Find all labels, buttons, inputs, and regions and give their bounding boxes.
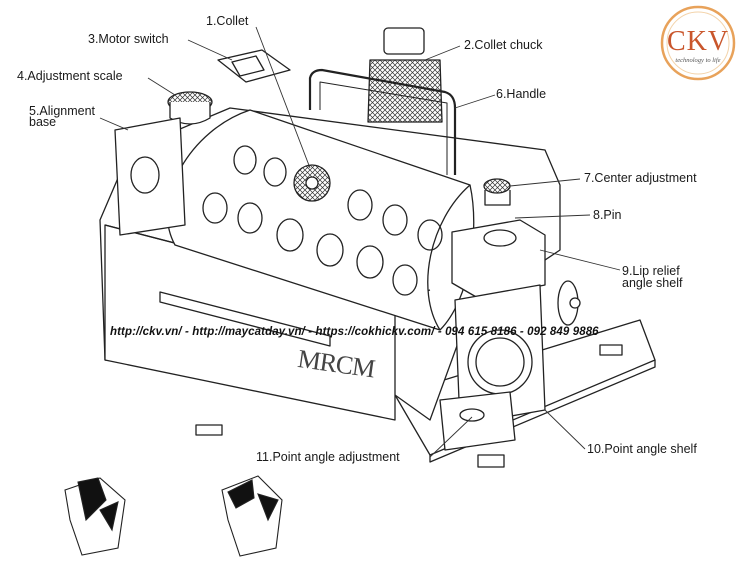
vent-holes — [202, 145, 443, 296]
label-center-adjustment: 7.Center adjustment — [584, 171, 697, 185]
label-lip-relief-angle-shelf: 9.Lip relief angle shelf — [622, 264, 683, 290]
logo-ring-icon — [660, 5, 736, 81]
label-pin: 8.Pin — [593, 208, 622, 222]
label-collet-chuck: 2.Collet chuck — [464, 38, 543, 52]
logo-text: CKV — [666, 26, 730, 57]
label-collet: 1.Collet — [206, 14, 249, 28]
point-angle-adjustment-part — [459, 408, 485, 422]
center-adjustment-part — [483, 178, 511, 194]
lip-relief-shelf-part — [451, 219, 546, 299]
leader-lines — [99, 26, 621, 458]
handle-part — [308, 68, 457, 175]
drill-tip-left — [64, 477, 126, 556]
label-motor-switch: 3.Motor switch — [88, 32, 169, 46]
label-point-angle-shelf: 10.Point angle shelf — [587, 442, 697, 456]
ckv-logo: CKV technology to life — [659, 4, 737, 82]
collet-chuck-part — [383, 27, 425, 55]
drill-tip-sketches — [64, 475, 283, 557]
label-handle: 6.Handle — [496, 87, 547, 101]
logo-tagline: technology to life — [675, 57, 721, 64]
label-point-angle-adjustment: 11.Point angle adjustment — [256, 450, 400, 464]
label-adjustment-scale: 4.Adjustment scale — [17, 69, 123, 83]
contact-watermark: http://ckv.vn/ - http://maycatday.vn/ - … — [110, 326, 599, 338]
label-alignment-base: 5.Alignment base — [29, 104, 96, 129]
